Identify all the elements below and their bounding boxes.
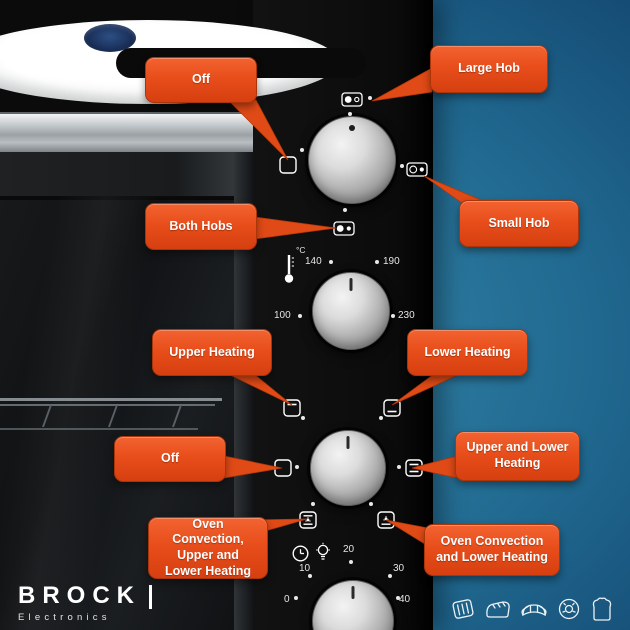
croissant-icon bbox=[520, 597, 548, 626]
hob-off-icon bbox=[279, 156, 297, 174]
tick-dot bbox=[311, 502, 315, 506]
tick-dot bbox=[379, 416, 383, 420]
callout-label: Lower Heating bbox=[424, 344, 511, 359]
thermostat-knob[interactable] bbox=[312, 272, 390, 350]
tick-dot bbox=[391, 314, 395, 318]
hob-selector-knob[interactable] bbox=[308, 116, 396, 204]
callout-label: Large Hob bbox=[458, 61, 520, 76]
temp-label-100: 100 bbox=[274, 310, 291, 321]
bread-icon bbox=[484, 596, 512, 627]
callout-label: Oven Convection, Upper and Lower Heating bbox=[164, 516, 252, 578]
tick-dot bbox=[294, 596, 298, 600]
tick-dot bbox=[375, 260, 379, 264]
oven-rack-support bbox=[0, 428, 198, 430]
callout-label: Upper Heating bbox=[169, 344, 255, 359]
callout-function-off: Off bbox=[114, 436, 226, 482]
callout-lower-heating: Lower Heating bbox=[407, 329, 528, 376]
temp-label-230: 230 bbox=[398, 310, 415, 321]
function-selector-knob[interactable] bbox=[310, 430, 386, 506]
upper-heating-icon bbox=[283, 399, 301, 417]
timer-label-30: 30 bbox=[393, 563, 405, 574]
callout-label: Both Hobs bbox=[169, 218, 233, 233]
temp-unit-label: °C bbox=[296, 245, 306, 255]
both-hobs-icon bbox=[333, 221, 355, 236]
pot-base bbox=[84, 24, 136, 52]
timer-label-20: 20 bbox=[343, 544, 355, 555]
tick-dot bbox=[349, 560, 353, 564]
tick-dot bbox=[368, 96, 372, 100]
oven-rack bbox=[0, 398, 222, 401]
clock-icon bbox=[292, 545, 309, 562]
callout-hob-off: Off bbox=[145, 57, 257, 103]
temp-label-190: 190 bbox=[383, 256, 400, 267]
timer-label-10: 10 bbox=[299, 563, 311, 574]
callout-label: Upper and Lower Heating bbox=[466, 440, 569, 470]
oven-rack-line bbox=[0, 404, 215, 406]
toast-icon bbox=[590, 596, 614, 627]
steel-band bbox=[0, 112, 253, 152]
tick-dot bbox=[298, 314, 302, 318]
callout-label: Off bbox=[160, 451, 180, 466]
tick-dot bbox=[295, 465, 299, 469]
callout-label: Oven Convection and Lower Heating bbox=[436, 534, 548, 564]
tick-dot bbox=[400, 164, 404, 168]
convection-upper-lower-icon bbox=[299, 511, 317, 529]
callout-large-hob: Large Hob bbox=[430, 45, 548, 93]
thermometer-icon bbox=[283, 252, 295, 284]
timer-label-40: 40 bbox=[399, 594, 411, 605]
callout-tail bbox=[423, 175, 489, 204]
brand-logo: BROCK Electronics bbox=[18, 582, 152, 623]
food-icons-row bbox=[450, 596, 622, 626]
callout-label: Off bbox=[191, 72, 211, 87]
large-hob-icon bbox=[341, 92, 363, 107]
tick-dot bbox=[348, 112, 352, 116]
lower-heating-icon bbox=[383, 399, 401, 417]
timer-label-0: 0 bbox=[284, 594, 290, 605]
callout-upper-lower-heating: Upper and Lower Heating bbox=[455, 431, 580, 481]
brand-divider bbox=[149, 585, 152, 609]
tick-dot bbox=[369, 502, 373, 506]
brand-name: BROCK bbox=[18, 582, 141, 609]
callout-upper-heating: Upper Heating bbox=[152, 329, 272, 376]
small-hob-icon bbox=[406, 162, 428, 177]
callout-label: Small Hob bbox=[488, 215, 550, 230]
callout-conv-lower: Oven Convection and Lower Heating bbox=[424, 524, 560, 576]
function-off-icon bbox=[274, 459, 292, 477]
tick-dot bbox=[397, 465, 401, 469]
tick-dot bbox=[388, 574, 392, 578]
callout-small-hob: Small Hob bbox=[459, 200, 579, 247]
tick-dot bbox=[396, 596, 400, 600]
upper-lower-heating-icon bbox=[405, 459, 423, 477]
lamp-icon bbox=[315, 542, 331, 562]
brand-subtitle: Electronics bbox=[18, 612, 111, 623]
tick-dot bbox=[300, 148, 304, 152]
temp-label-140: 140 bbox=[305, 256, 322, 267]
waffle-icon bbox=[450, 596, 476, 627]
tick-dot bbox=[329, 260, 333, 264]
tick-dot bbox=[301, 416, 305, 420]
callout-conv-upper-lower: Oven Convection, Upper and Lower Heating bbox=[148, 517, 268, 579]
convection-lower-icon bbox=[377, 511, 395, 529]
tick-dot bbox=[343, 208, 347, 212]
donut-icon bbox=[556, 596, 582, 627]
tick-dot bbox=[308, 574, 312, 578]
callout-both-hobs: Both Hobs bbox=[145, 203, 257, 250]
